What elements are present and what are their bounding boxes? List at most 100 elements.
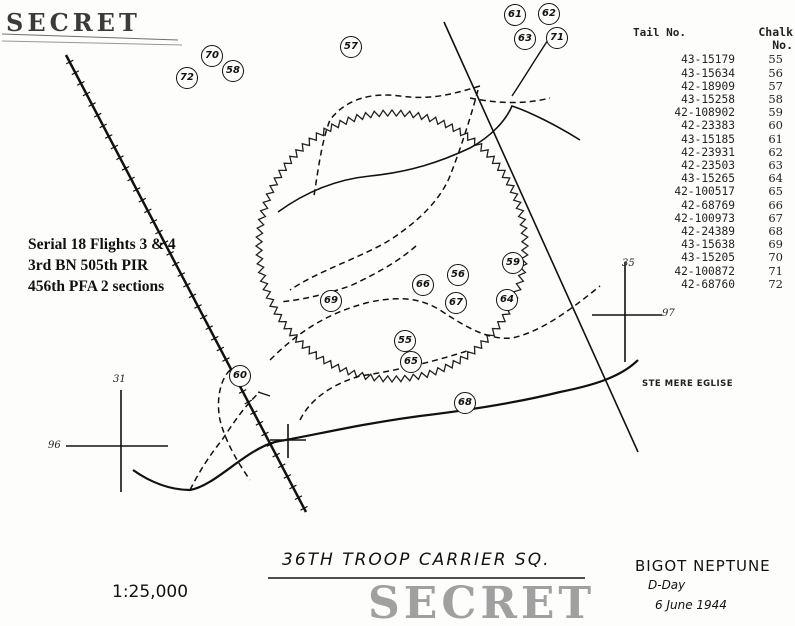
chalk-table-row: 43-15638 69 — [625, 237, 793, 252]
railway-tick — [166, 250, 174, 256]
chalk-table-row: 42-23383 60 — [625, 118, 793, 133]
chalk-table-row: 42-18909 57 — [625, 78, 793, 93]
chalk-marker-71: 71 — [546, 27, 568, 49]
railway-tick — [289, 484, 297, 490]
chalk-number: 57 — [768, 78, 783, 93]
chalk-marker-61: 61 — [504, 4, 526, 26]
chalk-table-row: 43-15185 61 — [625, 131, 793, 146]
grid-label-35: 35 — [622, 258, 635, 269]
tail-number: 43-15179 — [681, 53, 735, 67]
overlay-line-2: 3rd BN 505th PIR — [28, 257, 149, 274]
tail-number: 42-68760 — [681, 277, 735, 291]
map-scale: 1:25,000 — [112, 582, 189, 602]
overlay-line-3: 456th PFA 2 sections — [28, 278, 165, 295]
secret-stamp-bottom: SECRET — [368, 578, 596, 626]
chalk-marker-69: 69 — [320, 290, 342, 312]
railway-tick — [272, 452, 280, 458]
chalk-number: 56 — [768, 65, 783, 80]
date-label: 6 June 1944 — [655, 598, 727, 612]
chalk-number: 55 — [768, 52, 783, 67]
grid-label-97: 97 — [662, 308, 675, 319]
railway-tick — [127, 176, 135, 182]
tail-number: 42-68769 — [681, 198, 735, 212]
chalk-table-row: 43-15179 55 — [625, 52, 793, 67]
chalk-number: 72 — [768, 276, 783, 291]
drop-zone-circle — [254, 108, 530, 384]
tail-number: 42-100872 — [674, 264, 735, 278]
railway-tick — [77, 80, 85, 86]
serial-overlay: Serial 18 Flights 3 & 4 3rd BN 505th PIR… — [28, 234, 176, 297]
railway-tick — [93, 112, 102, 118]
railway-tick — [283, 474, 292, 479]
tail-number: 43-15638 — [681, 238, 735, 252]
railway-tick — [99, 123, 107, 129]
secret-stamp-top: SECRET — [6, 8, 141, 37]
railway-tick — [244, 399, 253, 405]
chalk-number: 61 — [768, 131, 783, 146]
railway-tick — [238, 389, 247, 394]
railway-line — [64, 54, 308, 513]
tail-number: 43-15265 — [681, 172, 735, 186]
railway-tick — [277, 463, 286, 469]
railway-tick — [149, 219, 158, 224]
railway-tick — [222, 357, 230, 362]
railway-tick — [104, 134, 113, 139]
chalk-marker-67: 67 — [445, 292, 467, 314]
chalk-marker-63: 63 — [514, 28, 536, 50]
railway-tick — [261, 431, 269, 437]
railway-tick — [121, 165, 130, 171]
chalk-number: 64 — [768, 171, 783, 186]
railway-tick — [188, 293, 197, 299]
tail-number: 43-15258 — [681, 93, 735, 107]
upper-road — [277, 105, 581, 213]
railway-tick — [82, 91, 91, 97]
chalk-marker-58: 58 — [222, 60, 244, 82]
chalk-marker-66: 66 — [412, 274, 434, 296]
chalk-marker-55: 55 — [394, 330, 416, 352]
chalk-table-row: 42-100872 71 — [625, 263, 793, 278]
top-right-road — [511, 39, 549, 97]
chalk-marker-68: 68 — [454, 392, 476, 414]
chalk-number: 65 — [768, 184, 783, 199]
chalk-marker-72: 72 — [176, 67, 198, 89]
chalk-number: 62 — [768, 144, 783, 159]
chalk-number: 69 — [768, 237, 783, 252]
chalk-number: 71 — [768, 263, 783, 278]
overlay-line-1: Serial 18 Flights 3 & 4 — [28, 236, 176, 253]
chalk-number: 60 — [768, 118, 783, 133]
place-label: STE MERE EGLISE — [642, 379, 734, 389]
chalk-table-row: 43-15265 64 — [625, 171, 793, 186]
railway-tick — [160, 240, 169, 246]
chalk-number: 66 — [768, 197, 783, 212]
chalk-marker-57: 57 — [340, 36, 362, 58]
chalk-table-row: 43-15634 56 — [625, 65, 793, 80]
chalk-marker-65: 65 — [400, 351, 422, 373]
chalk-marker-59: 59 — [502, 252, 524, 274]
railway-tick — [250, 410, 258, 416]
chalk-marker-70: 70 — [201, 45, 223, 67]
tail-number: 43-15185 — [681, 132, 735, 146]
chalk-table-header: Tail No. Chalk No. — [625, 25, 793, 52]
chalk-table-row: 42-68769 66 — [625, 197, 793, 212]
tail-number: 42-23383 — [681, 119, 735, 133]
railway-tick — [194, 304, 202, 309]
chalk-number: 67 — [768, 210, 783, 225]
grid-label-31: 31 — [113, 374, 126, 385]
grid-label-96: 96 — [48, 440, 61, 451]
railway-tick — [300, 505, 308, 511]
tail-no-header: Tail No. — [633, 26, 686, 39]
tail-number: 42-18909 — [681, 79, 735, 93]
chalk-marker-56: 56 — [447, 264, 469, 286]
chalk-marker-60: 60 — [229, 365, 251, 387]
tail-number: 43-15634 — [681, 66, 735, 80]
grid-crosses — [66, 262, 662, 492]
